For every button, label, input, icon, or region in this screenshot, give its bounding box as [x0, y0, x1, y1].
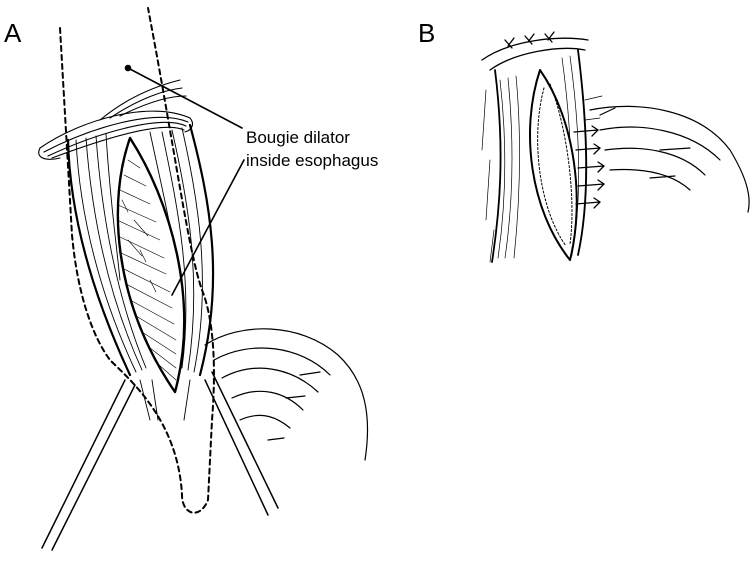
bougie-callout: Bougie dilator inside esophagus	[246, 126, 378, 172]
myotomy-incision	[117, 138, 184, 392]
panel-label-b: B	[418, 20, 435, 46]
panel-b-drawing	[482, 32, 749, 262]
panel-label-a: A	[4, 20, 21, 46]
panel-a-drawing	[39, 8, 368, 550]
retractor-bands	[42, 372, 278, 550]
top-sutures	[482, 32, 588, 70]
stomach-outline-a	[205, 329, 368, 460]
callout-line-1: Bougie dilator	[246, 126, 378, 149]
callout-line-2: inside esophagus	[246, 149, 378, 172]
stomach-outline-b	[590, 106, 749, 212]
top-tissue-fold	[39, 80, 193, 159]
